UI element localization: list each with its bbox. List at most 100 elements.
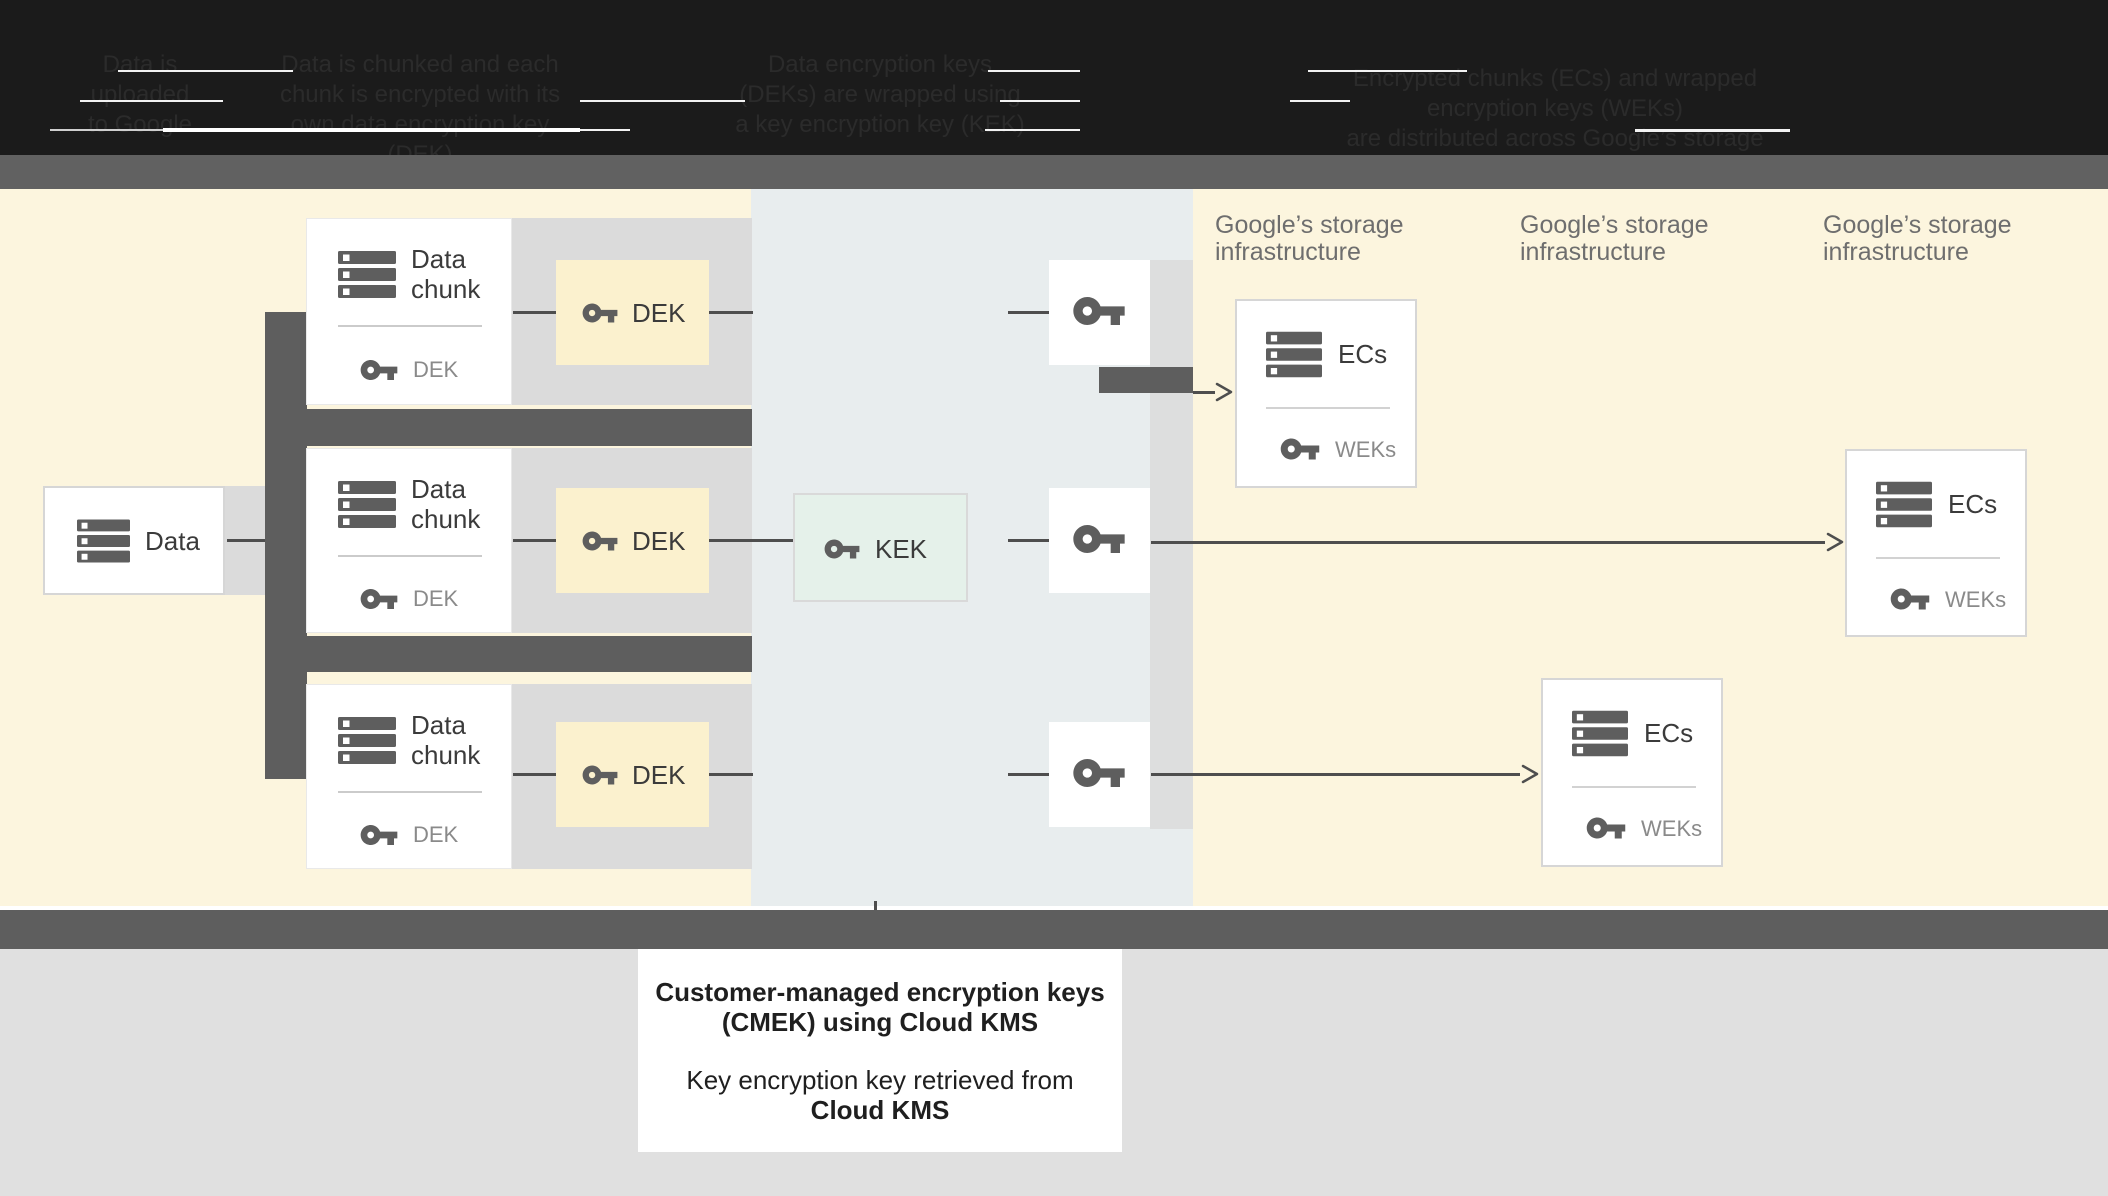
ecs-card-2: ECs WEKs <box>1845 449 2027 637</box>
storage-label-1: Google’s storage infrastructure <box>1215 212 1435 266</box>
key-icon <box>1071 511 1127 567</box>
chunk-title-line-2: chunk <box>411 504 481 534</box>
storage-label-line-2: infrastructure <box>1520 238 1666 266</box>
wek-key-icon <box>1889 578 1931 620</box>
card-divider <box>338 325 482 327</box>
dek-box-label: DEK <box>632 298 686 328</box>
dek-box-3: DEK <box>556 722 709 827</box>
database-icon <box>338 717 396 764</box>
header-underline <box>988 70 1080 72</box>
chunk-title: Data chunk <box>411 474 480 534</box>
ecs-title: ECs <box>1338 339 1388 369</box>
dek-box-2: DEK <box>556 488 709 593</box>
data-chunk-card-3: Data chunk DEK <box>306 684 512 869</box>
arrowhead-icon <box>1214 381 1234 403</box>
ecs-title: ECs <box>1644 718 1694 748</box>
header-step-3: Data encryption keys (DEKs) are wrapped … <box>725 50 1035 140</box>
storage-label-2: Google’s storage infrastructure <box>1520 212 1740 266</box>
chunk-dek-label: DEK <box>413 822 459 847</box>
connector-chunk3-to-dek3 <box>513 773 556 776</box>
header-step-4-line-1: Encrypted chunks (ECs) and wrapped encry… <box>1352 65 1758 122</box>
storage-label-line-1: Google’s storage <box>1823 211 2012 239</box>
ecs-wek-label: WEKs <box>1335 437 1397 462</box>
card-divider <box>1266 407 1390 409</box>
wek-transfer-bar <box>1099 367 1193 393</box>
header-step-2-line-1: Data is chunked and each <box>281 51 559 78</box>
connector-dek1-to-kms <box>709 311 753 314</box>
kek-key-icon <box>823 530 861 568</box>
chunk-title-line-2: chunk <box>411 740 481 770</box>
arrowhead-icon <box>1520 763 1540 785</box>
caption-title-line-1: Customer-managed encryption keys <box>655 977 1105 1007</box>
wek-key-icon <box>1279 428 1321 470</box>
key-icon <box>1071 745 1127 801</box>
connector-chunk1-to-dek1 <box>513 311 556 314</box>
branch-band-1 <box>265 409 752 446</box>
dek-box-label: DEK <box>632 760 686 790</box>
top-divider-band <box>0 155 2108 189</box>
storage-label-line-2: infrastructure <box>1215 238 1361 266</box>
storage-label-3: Google’s storage infrastructure <box>1823 212 2043 266</box>
caption-connector-top <box>874 901 877 910</box>
data-chunk-card-2: Data chunk DEK <box>306 448 512 633</box>
header-step-1: Data is uploaded to Google <box>40 50 240 140</box>
header-underline <box>1308 70 1467 72</box>
key-icon <box>1071 283 1127 339</box>
connector-dek2-to-kek <box>709 539 793 542</box>
ecs-wek-label: WEKs <box>1641 816 1703 841</box>
branch-band-2 <box>265 636 752 672</box>
chunk-title: Data chunk <box>411 244 480 304</box>
database-icon <box>338 481 396 528</box>
storage-label-line-2: infrastructure <box>1823 238 1969 266</box>
header-step-2-line-2: chunk is encrypted with its <box>279 81 561 108</box>
dek-box-label: DEK <box>632 526 686 556</box>
header-step-2-line-3: own data encryption key (DEK) <box>290 111 550 168</box>
bottom-divider-band <box>0 910 2108 949</box>
header-underline <box>50 129 163 131</box>
chunk-title-line-1: Data <box>411 710 466 740</box>
wrapped-key-box-3 <box>1049 722 1150 827</box>
storage-label-line-1: Google’s storage <box>1215 211 1404 239</box>
arrow-line-to-ecs-2 <box>1151 541 1825 544</box>
header-step-2: Data is chunked and each chunk is encryp… <box>255 50 585 170</box>
wrapped-key-box-2 <box>1049 488 1150 593</box>
connector-data-to-trunk <box>227 539 265 542</box>
connector-chunk2-to-dek2 <box>513 539 556 542</box>
kek-box: KEK <box>793 493 968 602</box>
database-icon <box>1876 481 1932 528</box>
header-underline <box>580 100 745 102</box>
card-divider <box>338 791 482 793</box>
wrapped-key-box-1 <box>1049 260 1150 365</box>
header-underline <box>1635 129 1790 132</box>
header-underline <box>580 129 630 131</box>
chunk-title-line-2: chunk <box>411 274 481 304</box>
header-band: Data is uploaded to Google Data is chunk… <box>0 0 2108 182</box>
data-box-label: Data <box>145 526 200 556</box>
caption-title-line-2: (CMEK) using Cloud KMS <box>721 1007 1039 1037</box>
caption-body-line-2: Cloud KMS <box>810 1095 950 1125</box>
kek-box-label: KEK <box>875 534 928 564</box>
key-icon <box>581 522 619 560</box>
ecs-card-1: ECs WEKs <box>1235 299 1417 488</box>
header-underline <box>1290 100 1350 102</box>
card-divider <box>338 555 482 557</box>
card-divider <box>1572 786 1696 788</box>
header-step-3-line-1: Data encryption keys <box>767 51 993 78</box>
card-divider <box>1876 557 2000 559</box>
ecs-title: ECs <box>1948 489 1998 519</box>
header-step-3-line-3: a key encryption key (KEK) <box>735 111 1025 138</box>
database-icon <box>77 519 130 563</box>
key-icon <box>581 756 619 794</box>
header-underline <box>985 129 1080 131</box>
header-step-1-line-2: uploaded <box>90 81 190 108</box>
wek-key-icon <box>1585 807 1627 849</box>
connector-to-wrapped-key-2 <box>1008 539 1049 542</box>
arrowhead-icon <box>1825 531 1845 553</box>
connector-to-wrapped-key-3 <box>1008 773 1049 776</box>
ecs-wek-label: WEKs <box>1945 587 2007 612</box>
chunk-title-line-1: Data <box>411 244 466 274</box>
caption-body-line-1: Key encryption key retrieved from <box>686 1065 1074 1095</box>
data-box: Data <box>43 486 225 595</box>
arrow-line-to-ecs-3 <box>1151 773 1520 776</box>
